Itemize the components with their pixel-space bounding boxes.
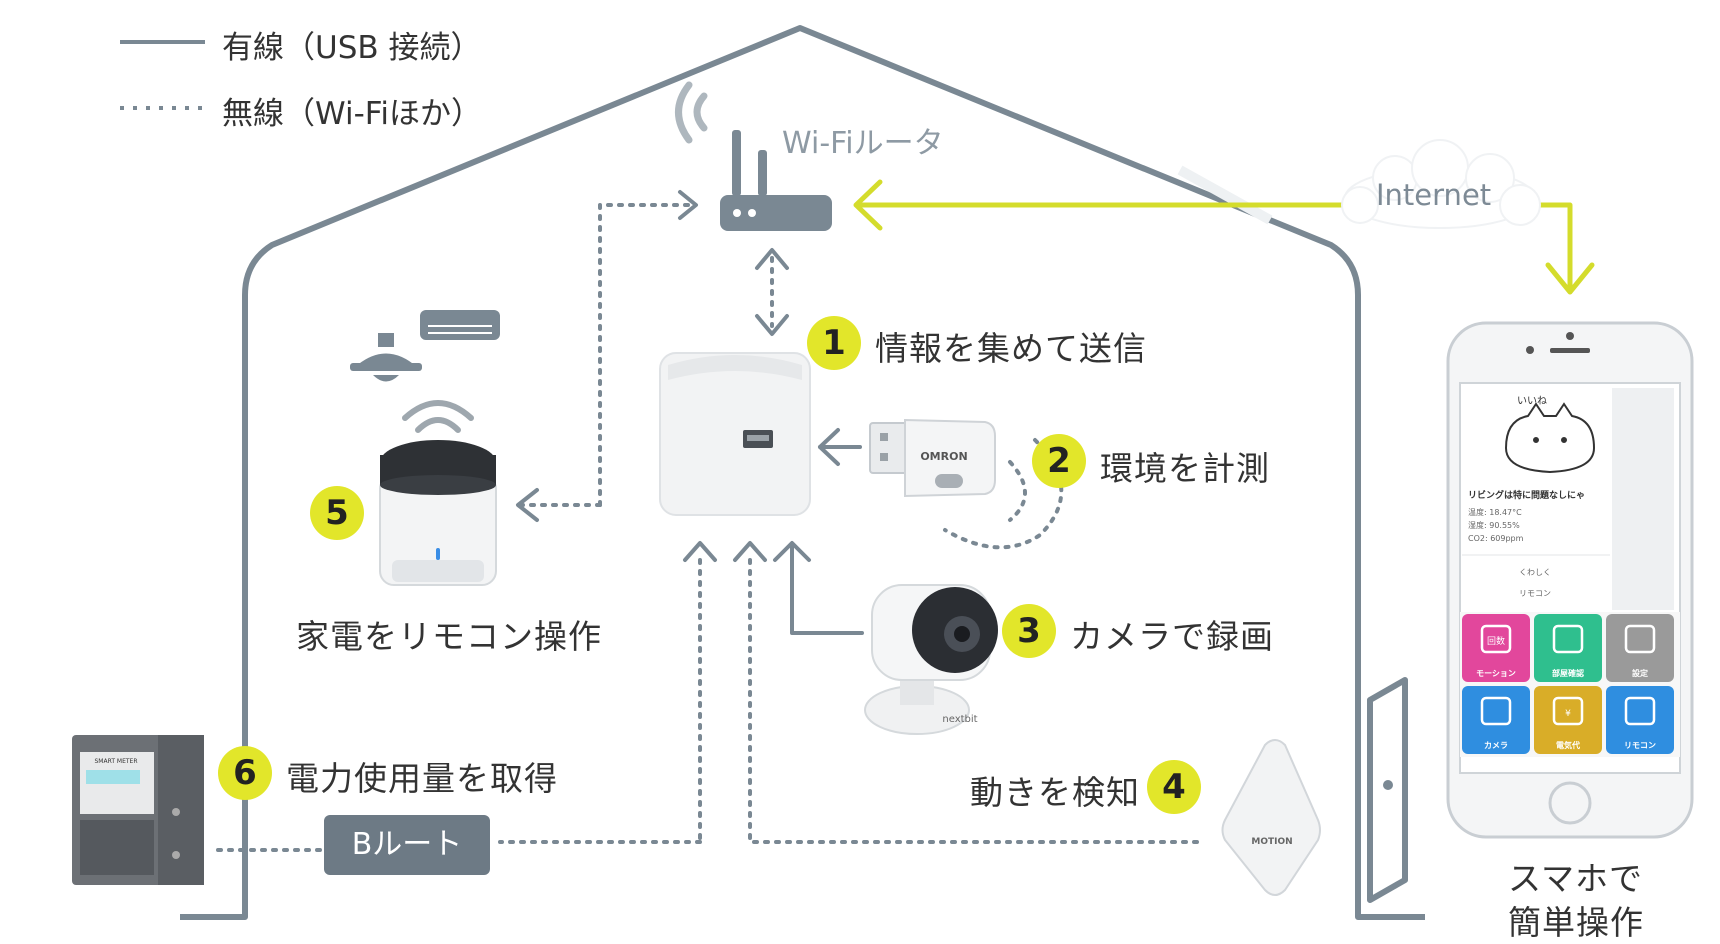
ceiling-light-icon <box>350 333 422 382</box>
environment-sensor-icon: OMRON <box>869 418 996 498</box>
app-tile-icon <box>1480 624 1512 654</box>
smartphone-icon <box>1446 321 1694 839</box>
app-tile-label: モーション <box>1476 669 1516 678</box>
step-6-label: 電力使用量を取得 <box>286 759 558 798</box>
camera-icon: nextbit <box>864 584 998 735</box>
app-reading-co2: CO2: 609ppm <box>1468 534 1524 543</box>
roof-gap <box>1177 165 1273 225</box>
svg-text:SMART METER: SMART METER <box>95 758 138 765</box>
legend-wireless-label: 無線（Wi-Fiほか） <box>222 96 482 132</box>
legend-wired-label: 有線（USB 接続） <box>222 30 482 66</box>
app-tile-label: 電気代 <box>1556 740 1580 750</box>
router-label: Wi-Fiルータ <box>782 126 944 161</box>
step-1-label: 情報を集めて送信 <box>875 329 1147 368</box>
motion-sensor-icon: MOTION <box>1221 739 1321 896</box>
app-tile-icon <box>1624 624 1656 654</box>
door-icon <box>1367 677 1408 903</box>
app-tile-icon-text: ¥ <box>1565 709 1571 719</box>
app-tile[interactable] <box>1606 614 1674 682</box>
app-status-title: リビングは特に問題なしにゃ <box>1468 489 1585 501</box>
broute-label: Bルート <box>324 815 490 875</box>
hub-cube-icon <box>659 352 811 516</box>
app-tile-label: 設定 <box>1632 668 1648 678</box>
app-tile-label: カメラ <box>1484 741 1508 750</box>
router-icon <box>675 81 832 231</box>
svg-text:nextbit: nextbit <box>942 714 977 725</box>
app-link-remote[interactable]: リモコン <box>1519 589 1551 598</box>
app-reading-temp: 温度: 18.47°C <box>1468 507 1522 517</box>
internet-label: Internet <box>1376 178 1492 212</box>
smart-remote-icon <box>379 400 497 586</box>
app-tile-label: リモコン <box>1624 741 1656 750</box>
app-tile[interactable] <box>1462 614 1530 682</box>
step-5-label: 家電をリモコン操作 <box>296 617 602 656</box>
step-6-badge: 6 <box>218 746 272 800</box>
wireless-arrowheads <box>516 190 789 562</box>
app-tile-icon <box>1552 696 1584 726</box>
app-header: いいね <box>1517 395 1547 407</box>
step-5-badge: 5 <box>310 486 364 540</box>
app-tile[interactable] <box>1462 686 1530 754</box>
app-tile-icon <box>1624 696 1656 726</box>
app-tile-icon <box>1552 624 1584 654</box>
house-outline <box>180 25 1425 920</box>
cat-mascot-icon <box>1504 402 1596 474</box>
air-conditioner-icon <box>420 310 500 340</box>
app-tile-icon <box>1480 696 1512 726</box>
app-link-details[interactable]: くわしく <box>1519 568 1551 577</box>
step-3-label: カメラで録画 <box>1070 617 1274 656</box>
svg-text:OMRON: OMRON <box>920 450 967 463</box>
internet-arrow <box>853 179 1595 295</box>
app-tile-label: 部屋確認 <box>1552 668 1584 678</box>
step-3-badge: 3 <box>1002 604 1056 658</box>
smartphone-caption-line-1: スマホで <box>1508 859 1644 898</box>
step-4-label: 動きを検知 <box>970 773 1140 812</box>
step-2-label: 環境を計測 <box>1100 449 1270 488</box>
app-tile[interactable] <box>1534 614 1602 682</box>
step-4-badge: 4 <box>1147 760 1201 814</box>
step-1-badge: 1 <box>807 316 861 370</box>
step-2-badge: 2 <box>1032 434 1086 488</box>
smart-meter-icon: SMART METER <box>72 735 204 885</box>
app-tile[interactable] <box>1534 686 1602 754</box>
svg-text:MOTION: MOTION <box>1251 837 1292 847</box>
app-reading-humidity: 湿度: 90.55% <box>1468 520 1520 530</box>
cloud-icon <box>1341 139 1541 229</box>
smartphone-caption-line-2: 簡単操作 <box>1508 903 1644 942</box>
wired-links <box>773 428 864 635</box>
app-tile[interactable] <box>1606 686 1674 754</box>
app-tile-icon-text: 回数 <box>1487 635 1505 647</box>
